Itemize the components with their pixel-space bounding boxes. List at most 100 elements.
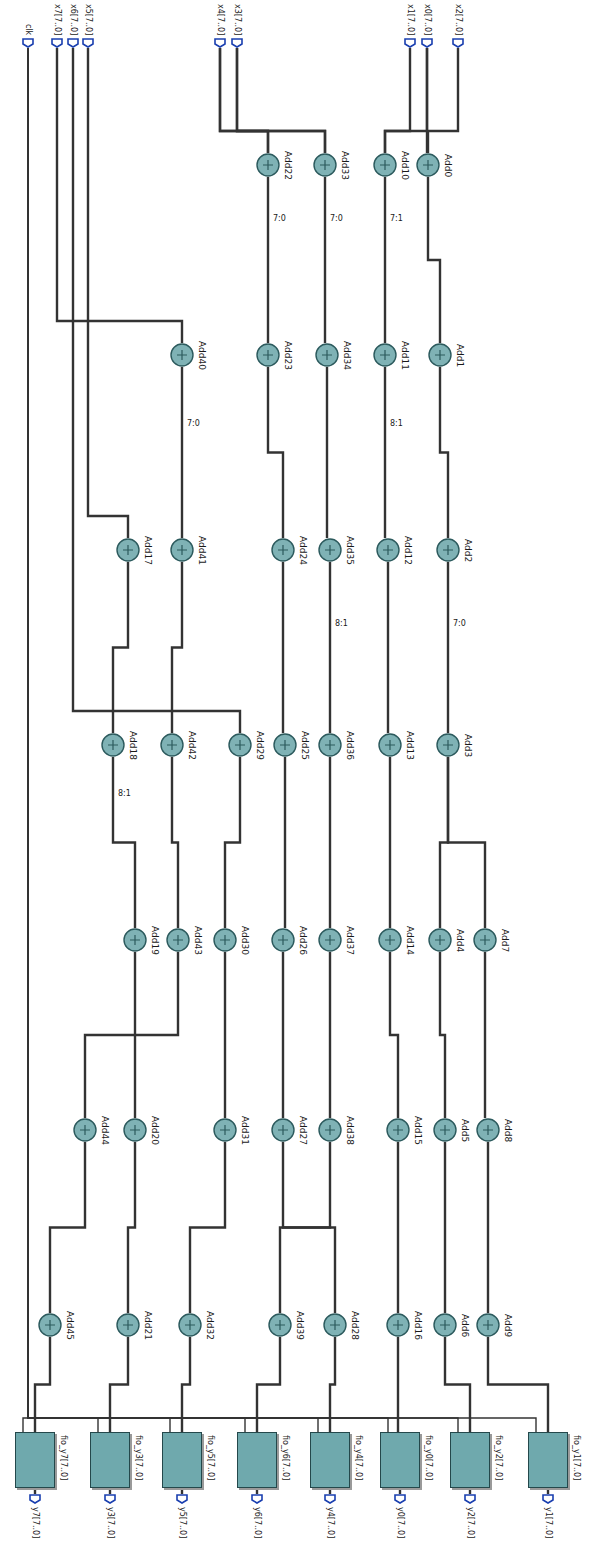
input-port: x3[7..0] — [231, 38, 243, 48]
register-name: fio_y4[7..0] — [354, 1435, 362, 1480]
plus-sign — [330, 1320, 340, 1330]
port-outline — [52, 39, 62, 47]
plus-sign — [393, 1320, 403, 1330]
bus-wire — [85, 952, 178, 1118]
adder-name: Add14 — [405, 926, 414, 955]
plus-sign — [383, 545, 393, 555]
register-box: fio_y3[7..0] — [90, 1432, 130, 1488]
adder-name: Add20 — [150, 1116, 159, 1145]
bus-wire — [237, 48, 325, 153]
adder-symbol — [178, 1313, 202, 1337]
adder-circle: Add15 — [386, 1118, 410, 1142]
register-box: fio_y7[7..0] — [15, 1432, 55, 1488]
plus-sign — [385, 935, 395, 945]
plus-sign — [45, 1320, 55, 1330]
port-symbol — [231, 38, 243, 48]
adder-outline — [379, 734, 401, 756]
adder-outline — [434, 1119, 456, 1141]
port-name: y1[7..0] — [544, 1507, 552, 1538]
port-name: y6[7..0] — [253, 1507, 261, 1538]
adder-circle: Add28 — [323, 1313, 347, 1337]
bus-range-label: 7:0 — [452, 620, 467, 628]
bus-wire — [326, 367, 328, 538]
output-port: y5[7..0] — [176, 1494, 188, 1504]
plus-sign — [263, 160, 273, 170]
adder-circle: Add26 — [271, 928, 295, 952]
port-symbol — [82, 38, 94, 48]
adder-outline — [314, 154, 336, 176]
adder-outline — [477, 1314, 499, 1336]
plus-sign — [325, 935, 335, 945]
register-name: fio_y2[7..0] — [494, 1435, 502, 1480]
adder-name: Add12 — [403, 536, 412, 565]
port-symbol — [464, 1494, 476, 1504]
bus-wire — [225, 757, 240, 928]
adder-symbol — [170, 538, 194, 562]
adder-name: Add7 — [500, 929, 509, 952]
bus-wire — [440, 367, 448, 538]
adder-circle: Add22 — [256, 153, 280, 177]
adder-name: Add26 — [298, 926, 307, 955]
plus-sign — [325, 545, 335, 555]
adder-circle: Add38 — [318, 1118, 342, 1142]
bus-wire — [28, 48, 536, 1432]
bus-wire — [440, 952, 445, 1118]
port-outline — [325, 1495, 335, 1503]
bus-wire — [23, 48, 28, 1432]
port-name: x1[7..0] — [406, 4, 414, 35]
adder-circle: Add39 — [268, 1313, 292, 1337]
port-outline — [405, 39, 415, 47]
bus-range-label: 8:1 — [389, 420, 404, 428]
plus-sign — [325, 740, 335, 750]
port-symbol — [22, 38, 34, 48]
port-name: x6[7..0] — [69, 4, 77, 35]
adder-symbol — [170, 343, 194, 367]
adder-circle: Add11 — [373, 343, 397, 367]
adder-name: Add36 — [345, 731, 354, 760]
adder-symbol — [268, 1313, 292, 1337]
plus-sign — [483, 1320, 493, 1330]
bus-wire — [280, 1142, 330, 1313]
bus-wire — [268, 367, 283, 538]
adder-outline — [437, 734, 459, 756]
adder-symbol — [318, 733, 342, 757]
adder-circle: Add45 — [38, 1313, 62, 1337]
adder-outline — [39, 1314, 61, 1336]
adder-symbol — [38, 1313, 62, 1337]
plus-sign — [177, 350, 187, 360]
bus-wire — [282, 562, 284, 733]
port-name: x3[7..0] — [233, 4, 241, 35]
port-name: y3[7..0] — [106, 1507, 114, 1538]
bus-wire — [267, 177, 269, 343]
adder-outline — [437, 539, 459, 561]
bus-wire — [282, 952, 284, 1118]
port-outline — [252, 1495, 262, 1503]
register-box: fio_y4[7..0] — [310, 1432, 350, 1488]
plus-sign — [380, 350, 390, 360]
port-outline — [23, 39, 33, 47]
plus-sign — [167, 740, 177, 750]
adder-name: Add38 — [345, 1116, 354, 1145]
plus-sign — [220, 935, 230, 945]
adder-name: Add32 — [205, 1311, 214, 1340]
plus-sign — [185, 1320, 195, 1330]
adder-name: Add10 — [400, 151, 409, 180]
adder-name: Add34 — [342, 341, 351, 370]
adder-outline — [214, 1119, 236, 1141]
plus-sign — [278, 545, 288, 555]
adder-outline — [117, 539, 139, 561]
adder-outline — [387, 1314, 409, 1336]
plus-sign — [385, 740, 395, 750]
bus-wire — [237, 48, 268, 153]
plus-sign — [393, 1125, 403, 1135]
adder-symbol — [376, 538, 400, 562]
plus-sign — [435, 935, 445, 945]
port-name: x5[7..0] — [84, 4, 92, 35]
port-outline — [422, 39, 432, 47]
adder-outline — [319, 1119, 341, 1141]
plus-sign — [380, 160, 390, 170]
adder-symbol — [386, 1118, 410, 1142]
port-symbol — [542, 1494, 554, 1504]
adder-outline — [374, 344, 396, 366]
plus-sign — [235, 740, 245, 750]
